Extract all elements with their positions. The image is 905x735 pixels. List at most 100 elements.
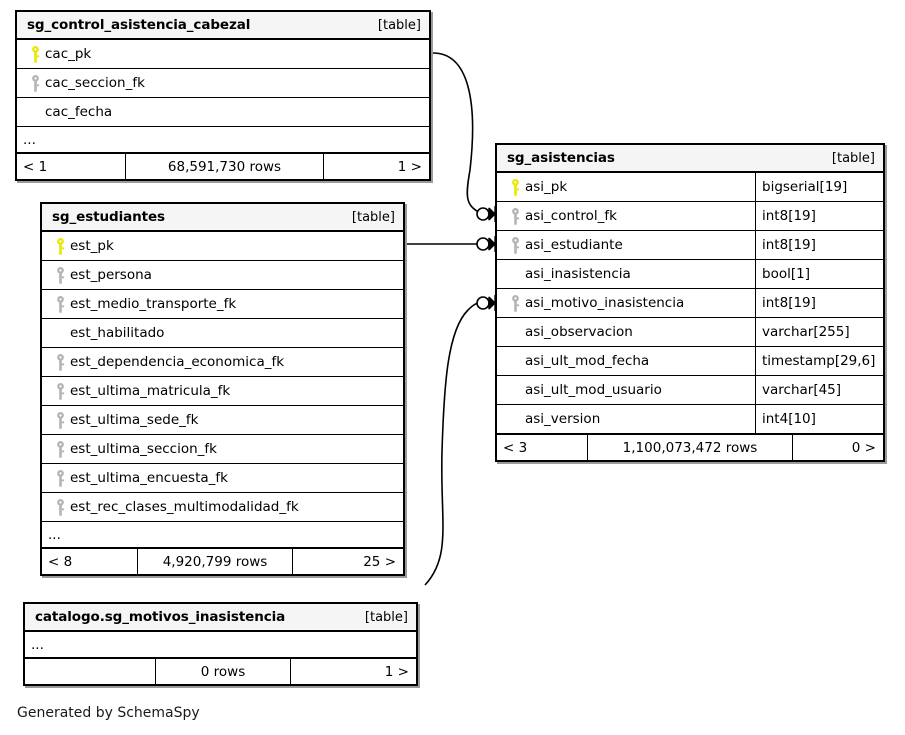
column-name-cell: cac_fecha bbox=[17, 98, 429, 126]
table-title: sg_asistencias bbox=[507, 150, 615, 166]
ellipsis-text: ... bbox=[48, 526, 61, 543]
column-name-cell: asi_estudiante bbox=[497, 231, 755, 259]
table-row[interactable]: cac_fecha bbox=[17, 98, 429, 127]
column-name-cell: cac_seccion_fk bbox=[17, 69, 429, 97]
column-name: est_medio_transporte_fk bbox=[70, 296, 237, 312]
table-type-tag: [table] bbox=[377, 17, 421, 33]
footer-prev-count[interactable]: < 8 bbox=[48, 553, 73, 570]
column-type: bool[1] bbox=[755, 260, 883, 288]
column-name: est_pk bbox=[70, 238, 114, 254]
table-row[interactable]: est_ultima_encuesta_fk bbox=[42, 464, 403, 493]
column-name: cac_pk bbox=[45, 46, 92, 62]
table-row[interactable]: est_pk bbox=[42, 232, 403, 261]
column-name: est_ultima_sede_fk bbox=[70, 412, 199, 428]
table-row[interactable]: est_ultima_sede_fk bbox=[42, 406, 403, 435]
table-row[interactable]: asi_motivo_inasistencia int8[19] bbox=[497, 289, 883, 318]
table-row[interactable]: est_ultima_matricula_fk bbox=[42, 377, 403, 406]
truncated-columns-indicator: ... bbox=[42, 522, 403, 548]
column-name-cell: asi_version bbox=[497, 405, 755, 433]
table-sg-control-asistencia-cabezal[interactable]: sg_control_asistencia_cabezal [table] ca… bbox=[15, 10, 431, 181]
footer-prev-count[interactable]: < 1 bbox=[23, 158, 48, 175]
ellipsis-text: ... bbox=[23, 131, 36, 148]
table-row[interactable]: asi_control_fk int8[19] bbox=[497, 202, 883, 231]
table-row[interactable]: asi_version int4[10] bbox=[497, 405, 883, 434]
table-row[interactable]: asi_estudiante int8[19] bbox=[497, 231, 883, 260]
table-title: catalogo.sg_motivos_inasistencia bbox=[35, 609, 286, 625]
column-type: varchar[45] bbox=[755, 376, 883, 404]
table-row[interactable]: cac_pk bbox=[17, 40, 429, 69]
table-row[interactable]: cac_seccion_fk bbox=[17, 69, 429, 98]
foreign-key-icon bbox=[505, 207, 525, 225]
column-name: asi_ult_mod_usuario bbox=[525, 382, 662, 398]
ellipsis-text: ... bbox=[31, 636, 44, 653]
column-name: est_ultima_matricula_fk bbox=[70, 383, 231, 399]
foreign-key-icon bbox=[50, 295, 70, 313]
table-footer: < 3 1,100,073,472 rows 0 > bbox=[497, 434, 883, 460]
footer-next-count[interactable]: 1 > bbox=[397, 158, 422, 175]
table-row[interactable]: est_persona bbox=[42, 261, 403, 290]
primary-key-icon bbox=[50, 237, 70, 255]
foreign-key-icon bbox=[50, 411, 70, 429]
table-footer: < 8 4,920,799 rows 25 > bbox=[42, 548, 403, 574]
table-sg-asistencias[interactable]: sg_asistencias [table] asi_pk bigserial[… bbox=[495, 143, 885, 462]
relationship-endpoint-circle-1 bbox=[476, 207, 490, 221]
footer-prev-count[interactable] bbox=[25, 659, 155, 684]
table-row[interactable]: est_ultima_seccion_fk bbox=[42, 435, 403, 464]
primary-key-icon bbox=[25, 45, 45, 63]
table-row[interactable]: asi_observacion varchar[255] bbox=[497, 318, 883, 347]
table-catalogo-sg-motivos-inasistencia[interactable]: catalogo.sg_motivos_inasistencia [table]… bbox=[23, 602, 418, 686]
truncated-columns-indicator: ... bbox=[17, 127, 429, 153]
table-footer: < 1 68,591,730 rows 1 > bbox=[17, 153, 429, 179]
column-name-cell: asi_control_fk bbox=[497, 202, 755, 230]
foreign-key-icon bbox=[50, 440, 70, 458]
column-name-cell: est_rec_clases_multimodalidad_fk bbox=[42, 493, 403, 521]
foreign-key-icon bbox=[50, 498, 70, 516]
table-row[interactable]: asi_ult_mod_usuario varchar[45] bbox=[497, 376, 883, 405]
table-row[interactable]: est_dependencia_economica_fk bbox=[42, 348, 403, 377]
column-name-cell: est_persona bbox=[42, 261, 403, 289]
column-type: bigserial[19] bbox=[755, 173, 883, 201]
table-row[interactable]: asi_pk bigserial[19] bbox=[497, 173, 883, 202]
column-name-cell: est_dependencia_economica_fk bbox=[42, 348, 403, 376]
column-name: asi_control_fk bbox=[525, 208, 617, 224]
footer-next-count[interactable]: 1 > bbox=[384, 663, 409, 680]
footer-next-count[interactable]: 0 > bbox=[851, 439, 876, 456]
table-type-tag: [table] bbox=[351, 209, 395, 225]
table-sg-estudiantes[interactable]: sg_estudiantes [table] est_pk est_person… bbox=[40, 202, 405, 576]
column-name-cell: est_ultima_encuesta_fk bbox=[42, 464, 403, 492]
column-name: cac_seccion_fk bbox=[45, 75, 145, 91]
column-name: est_habilitado bbox=[70, 325, 165, 341]
column-type: int8[19] bbox=[755, 231, 883, 259]
column-name: asi_ult_mod_fecha bbox=[525, 353, 650, 369]
column-name: asi_version bbox=[525, 411, 601, 427]
table-row[interactable]: asi_ult_mod_fecha timestamp[29,6] bbox=[497, 347, 883, 376]
foreign-key-icon bbox=[50, 266, 70, 284]
column-name-cell: est_ultima_matricula_fk bbox=[42, 377, 403, 405]
table-header: sg_control_asistencia_cabezal [table] bbox=[17, 12, 429, 40]
table-title: sg_estudiantes bbox=[52, 209, 165, 225]
foreign-key-icon bbox=[50, 353, 70, 371]
table-title: sg_control_asistencia_cabezal bbox=[27, 17, 251, 33]
column-name-cell: asi_inasistencia bbox=[497, 260, 755, 288]
foreign-key-icon bbox=[50, 469, 70, 487]
column-name: asi_inasistencia bbox=[525, 266, 631, 282]
column-name: est_dependencia_economica_fk bbox=[70, 354, 285, 370]
relationship-endpoint-circle-2 bbox=[476, 237, 490, 251]
table-header: catalogo.sg_motivos_inasistencia [table] bbox=[25, 604, 416, 632]
relationship-endpoint-circle-3 bbox=[476, 296, 490, 310]
table-row[interactable]: asi_inasistencia bool[1] bbox=[497, 260, 883, 289]
column-name-cell: est_ultima_sede_fk bbox=[42, 406, 403, 434]
column-type: int8[19] bbox=[755, 289, 883, 317]
column-name-cell: asi_pk bbox=[497, 173, 755, 201]
table-row[interactable]: est_rec_clases_multimodalidad_fk bbox=[42, 493, 403, 522]
footer-next-count[interactable]: 25 > bbox=[363, 553, 396, 570]
table-row[interactable]: est_habilitado bbox=[42, 319, 403, 348]
column-type: timestamp[29,6] bbox=[755, 347, 883, 375]
column-name: cac_fecha bbox=[45, 104, 113, 120]
footer-prev-count[interactable]: < 3 bbox=[503, 439, 528, 456]
table-header: sg_estudiantes [table] bbox=[42, 204, 403, 232]
table-type-tag: [table] bbox=[364, 609, 408, 625]
table-row[interactable]: est_medio_transporte_fk bbox=[42, 290, 403, 319]
footer-row-count: 68,591,730 rows bbox=[125, 154, 324, 179]
column-name-cell: est_medio_transporte_fk bbox=[42, 290, 403, 318]
